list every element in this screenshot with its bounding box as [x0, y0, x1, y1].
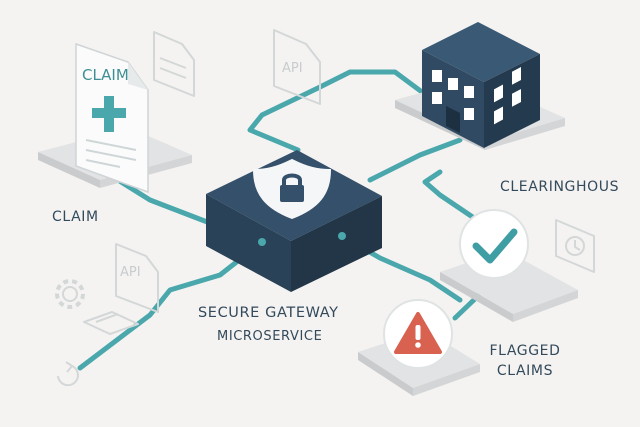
background-decor: API API	[55, 29, 595, 387]
gateway-block	[206, 150, 382, 292]
warning-icon	[394, 312, 442, 354]
clearinghouse-label: CLEARINGHOUS	[500, 179, 620, 195]
clock-icon	[555, 219, 595, 273]
gateway-port-left	[258, 238, 266, 246]
line-claim-to-gateway	[115, 177, 218, 228]
svg-text:API: API	[120, 265, 141, 280]
warning-badge	[383, 299, 453, 369]
document-outline-icon	[153, 31, 195, 97]
document-outline-icon	[83, 311, 139, 335]
line-gateway-to-refresh	[77, 239, 265, 371]
flagged-label-line2: CLAIMS	[496, 363, 554, 379]
shield-lock-icon	[252, 158, 332, 220]
line-clearing-to-check	[422, 169, 483, 225]
svg-text:API: API	[282, 61, 303, 76]
gateway-label-line2: MICROSERVICE	[217, 329, 323, 344]
flagged-claims-label: FLAGGED CLAIMS	[483, 341, 567, 381]
gateway-port-right	[338, 232, 346, 240]
line-gateway-to-building-lower	[367, 137, 463, 183]
claim-label: CLAIM	[52, 209, 99, 225]
gear-icon	[55, 279, 85, 309]
medical-cross-icon	[92, 96, 126, 132]
line-gateway-to-clearinghouse	[247, 69, 433, 153]
gateway-label-line1: SECURE GATEWAY	[198, 305, 339, 321]
flagged-label-line1: FLAGGED	[489, 343, 561, 359]
claim-document-icon: CLAIM	[75, 42, 149, 194]
api-document-icon: API	[273, 29, 321, 105]
claim-document-title: CLAIM	[82, 66, 129, 84]
checkmark-icon	[472, 228, 518, 264]
refresh-icon	[57, 361, 79, 387]
checkmark-badge	[459, 209, 529, 279]
api-document-icon: API	[115, 243, 159, 313]
building-icon	[422, 22, 540, 148]
